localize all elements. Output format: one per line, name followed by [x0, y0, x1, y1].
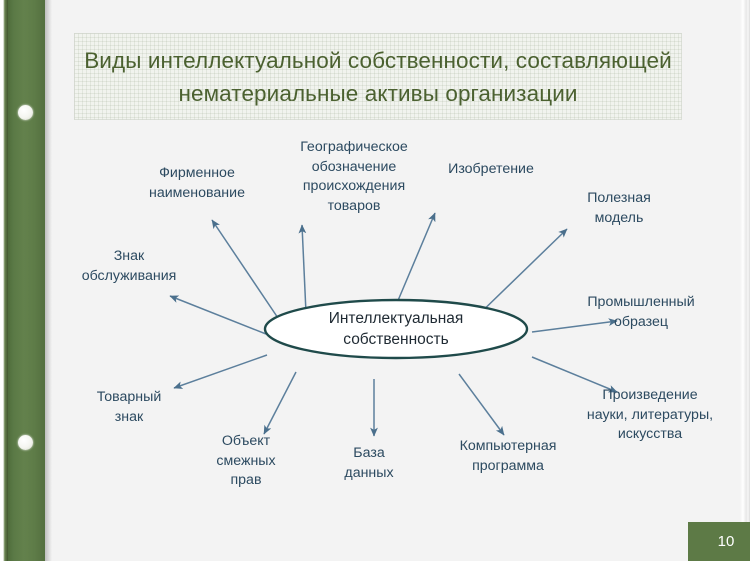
page-title: Виды интеллектуальной собственности, сос…	[84, 47, 672, 106]
node-kompyuternaya-programma: Компьютерная программа	[459, 438, 557, 474]
center-node-label: Интеллектуальная собственность	[328, 310, 464, 348]
connector-to-tovarnyy-znak	[173, 354, 268, 389]
node-baza-dannyh: База данных	[344, 445, 394, 481]
slide-title-box: Виды интеллектуальной собственности, сос…	[74, 33, 682, 120]
connector-to-geograficheskoe-oboznachenie	[298, 224, 307, 314]
binder-left-edge	[0, 0, 8, 561]
node-tovarnyy-znak: Товарный знак	[96, 389, 162, 425]
node-obekt-smezhnyh-prav: Объект смежных прав	[216, 433, 276, 488]
center-ellipse	[263, 298, 529, 360]
node-geograficheskoe-oboznachenie: Географическое обозначение происхождения…	[300, 139, 408, 214]
connector-to-proizvedenie-nauki	[531, 356, 618, 393]
node-proizvedenie-nauki: Произведение науки, литературы, искусств…	[586, 387, 714, 442]
node-izobretenie: Изобретение	[448, 161, 534, 177]
connector-to-firmennoe-naimenovanie	[211, 219, 281, 322]
intellectual-property-diagram	[52, 125, 750, 525]
connector-to-obekt-smezhnyh-prav	[263, 371, 297, 435]
binder-hole-bottom	[18, 435, 33, 450]
connector-lines	[169, 212, 618, 437]
slide-right-edge	[740, 0, 750, 561]
node-firmennoe-naimenovanie: Фирменное наименование	[149, 165, 245, 201]
binder-strip	[7, 0, 45, 561]
connector-to-izobretenie	[393, 212, 436, 311]
node-znak-obsluzhivaniya: Знак обслуживания	[81, 248, 177, 284]
binder-hole-top	[18, 105, 33, 120]
page-number-value: 10	[717, 533, 735, 550]
node-poleznaya-model: Полезная модель	[587, 190, 651, 226]
node-promyshlennyy-obrazets: Промышленный образец	[587, 294, 695, 330]
connector-to-promyshlennyy-obrazets	[531, 318, 618, 333]
page-number-badge: 10	[688, 522, 750, 561]
binder-shadow	[45, 0, 52, 561]
connector-to-kompyuternaya-programma	[458, 373, 505, 436]
connector-to-znak-obsluzhivaniya	[169, 295, 267, 335]
